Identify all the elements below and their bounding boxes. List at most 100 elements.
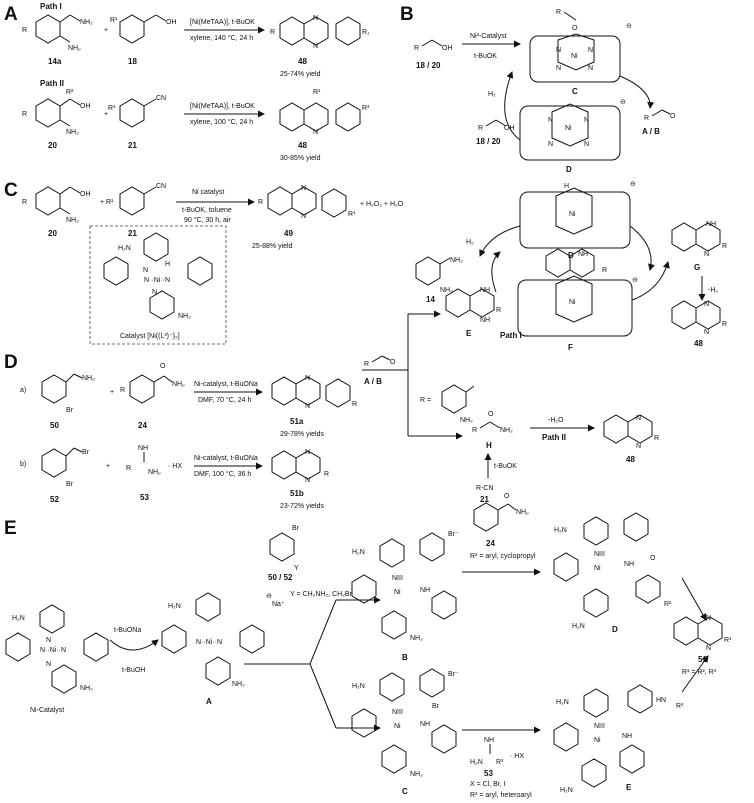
arrow-d-h2 bbox=[479, 225, 521, 257]
mechanism-right: H Ni ⊖ D H₂ NH N R G -H₂ N N R 48 bbox=[362, 181, 727, 504]
svg-text:NH: NH bbox=[622, 733, 632, 740]
label-51a: 51a bbox=[290, 417, 304, 426]
label-24: 24 bbox=[138, 421, 147, 430]
svg-text:+: + bbox=[106, 463, 110, 470]
label-f: F bbox=[568, 343, 573, 352]
svg-text:R¹: R¹ bbox=[313, 89, 321, 96]
label-d-b: D bbox=[566, 165, 572, 174]
svg-text:NH₂: NH₂ bbox=[68, 45, 81, 52]
svg-text:OH: OH bbox=[442, 45, 453, 52]
catalyst-label-c: Catalyst [Ni{(L³)⁻}₂] bbox=[120, 333, 180, 340]
r-group: NH₂ bbox=[441, 384, 475, 424]
svg-text:N: N bbox=[548, 117, 553, 124]
svg-text:H: H bbox=[564, 183, 569, 190]
base-in-e: t-BuONa bbox=[114, 627, 141, 634]
molecule-14a: NH₂ NH₂ R bbox=[22, 14, 93, 52]
label-e: E bbox=[466, 329, 472, 338]
ni-catalyst-e: H₂N N··Ni··N N N NH₂ bbox=[5, 604, 109, 694]
cond-a2-bottom: xylene, 100 °C, 24 h bbox=[190, 118, 253, 126]
svg-text:N: N bbox=[584, 141, 589, 148]
svg-text:O: O bbox=[488, 411, 494, 418]
svg-text:N: N bbox=[636, 443, 641, 450]
svg-text:H₂N: H₂N bbox=[352, 683, 365, 690]
svg-text:NH: NH bbox=[624, 561, 634, 568]
molecule-48-a2: R¹ N R³ bbox=[279, 89, 370, 136]
label-21-c: 21 bbox=[128, 229, 137, 238]
complex-c-b: R O Ni N N N N ⊖ bbox=[529, 9, 632, 83]
cond-c-bottom: 90 °C, 30 h, air bbox=[184, 216, 231, 224]
svg-text:NH₂: NH₂ bbox=[66, 217, 79, 224]
svg-text:N: N bbox=[588, 65, 593, 72]
arrow-d-to-c bbox=[504, 71, 521, 141]
svg-text:N: N bbox=[152, 289, 157, 296]
label-50-52-e: 50 / 52 bbox=[268, 573, 293, 582]
svg-text:N: N bbox=[706, 645, 711, 652]
svg-text:NH₂: NH₂ bbox=[500, 427, 513, 434]
svg-text:H₂N: H₂N bbox=[118, 245, 131, 252]
tbuok-right: t-BuOK bbox=[494, 463, 517, 470]
svg-text:N: N bbox=[704, 251, 709, 258]
molecule-51a: N N R bbox=[271, 375, 357, 410]
svg-text:R: R bbox=[22, 111, 27, 118]
svg-text:H₂N: H₂N bbox=[12, 615, 25, 622]
svg-text:H: H bbox=[165, 261, 170, 268]
svg-text:R¹: R¹ bbox=[724, 637, 732, 644]
svg-text:R: R bbox=[352, 401, 357, 408]
svg-text:CN: CN bbox=[156, 183, 166, 190]
svg-text:N: N bbox=[301, 185, 306, 192]
catalyst-structure-c: H₂N N H N··Ni··N N NH₂ bbox=[103, 232, 213, 320]
molecule-51b: N N R bbox=[271, 449, 329, 484]
label-g: G bbox=[694, 263, 700, 272]
svg-text:N: N bbox=[143, 267, 148, 274]
arrow-d-right bbox=[629, 225, 655, 271]
svg-text:⊖: ⊖ bbox=[626, 23, 632, 30]
svg-text:NIII: NIII bbox=[594, 723, 605, 730]
panel-letter-e: E bbox=[4, 518, 17, 539]
panel-letter-b: B bbox=[400, 4, 414, 25]
svg-text:NH₂: NH₂ bbox=[516, 509, 529, 516]
cond-c-mid: t-BuOK, toluene bbox=[182, 207, 232, 214]
svg-text:H₂N: H₂N bbox=[556, 699, 569, 706]
svg-text:NIII: NIII bbox=[594, 551, 605, 558]
svg-text:NH: NH bbox=[484, 737, 494, 744]
path-ii-title: Path II bbox=[40, 79, 64, 88]
svg-text:NH: NH bbox=[138, 445, 148, 452]
r3-def-e: R³ = aryl, heteroaryl bbox=[470, 792, 532, 799]
complex-e-e: H₂N HN R³ NIII Ni NH H₂N bbox=[553, 684, 684, 794]
na-e: Na⁺ bbox=[272, 601, 285, 608]
label-21-right: 21 bbox=[480, 495, 489, 504]
svg-text:NH₂: NH₂ bbox=[178, 313, 191, 320]
minus-h2-right: -H₂ bbox=[708, 287, 718, 294]
svg-text:H₂N: H₂N bbox=[352, 549, 365, 556]
svg-text:N: N bbox=[556, 47, 561, 54]
svg-text:⊖: ⊖ bbox=[630, 181, 636, 188]
svg-text:N: N bbox=[313, 43, 318, 50]
base-out-e: t-BuOH bbox=[122, 667, 145, 674]
svg-text:N: N bbox=[46, 661, 51, 668]
yield-a1: 25-74% yield bbox=[280, 71, 321, 78]
svg-text:NH₂: NH₂ bbox=[82, 375, 95, 382]
svg-text:O: O bbox=[572, 25, 578, 32]
svg-text:R: R bbox=[22, 199, 27, 206]
svg-text:N: N bbox=[584, 117, 589, 124]
svg-text:R²: R² bbox=[664, 601, 672, 608]
molecule-48-a1: N N R₁ R bbox=[270, 15, 370, 50]
svg-text:O: O bbox=[504, 493, 510, 500]
svg-text:R²: R² bbox=[66, 89, 74, 96]
panel-letter-a: A bbox=[4, 4, 18, 25]
svg-text:N··Ni··N: N··Ni··N bbox=[144, 277, 170, 284]
molecule-g: NH N R bbox=[671, 221, 727, 258]
svg-text:R³: R³ bbox=[496, 759, 504, 766]
svg-text:R: R bbox=[556, 9, 561, 16]
catalyst-box-c bbox=[89, 225, 227, 345]
svg-text:R¹: R¹ bbox=[106, 199, 114, 206]
byproducts-c: + H₂O₂ + H₂O bbox=[360, 201, 404, 208]
svg-text:Ni: Ni bbox=[394, 589, 401, 596]
svg-text:NIII: NIII bbox=[392, 709, 403, 716]
svg-text:CN: CN bbox=[156, 95, 166, 102]
label-14a: 14a bbox=[48, 57, 62, 66]
svg-text:H₂N: H₂N bbox=[168, 603, 181, 610]
svg-text:R: R bbox=[472, 427, 477, 434]
label-h: H bbox=[486, 441, 492, 450]
label-52: 52 bbox=[50, 495, 59, 504]
